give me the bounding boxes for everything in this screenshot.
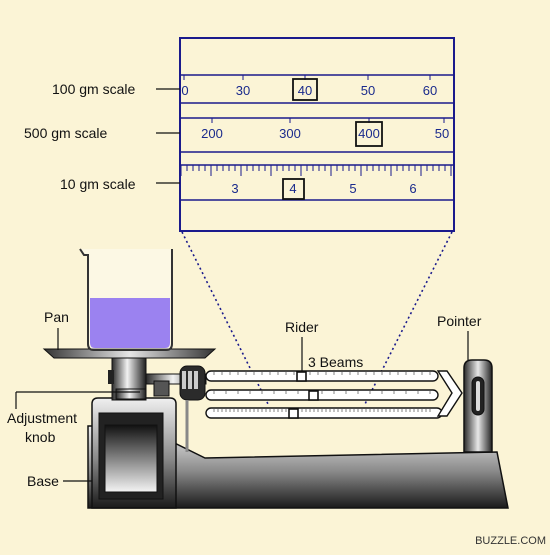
panel-frame <box>179 37 455 232</box>
beams <box>205 370 463 419</box>
beam-pivot-arm <box>145 373 207 385</box>
scale-100-tick-label: 60 <box>423 83 437 98</box>
scale-500-selected-box <box>355 121 383 147</box>
scale-100-tick-label: 40 <box>298 83 312 98</box>
beaker-liquid <box>90 298 170 348</box>
adjustment-knob[interactable] <box>179 365 206 401</box>
pointer-needle <box>476 381 480 411</box>
rider-500[interactable] <box>308 390 319 401</box>
scale-100-tick-label: 30 <box>236 83 250 98</box>
base-label: Base <box>27 473 59 489</box>
scale-10-tick-label: 5 <box>349 181 356 196</box>
scale-10-tick-label: 3 <box>231 181 238 196</box>
knob-grip <box>188 371 192 389</box>
beam-500 <box>205 389 439 401</box>
scale-10-label: 10 gm scale <box>60 176 136 192</box>
scale-500-tick-label: 200 <box>201 126 223 141</box>
beam-10 <box>205 407 443 419</box>
rider-label: Rider <box>285 319 319 335</box>
knob-grip <box>182 371 186 389</box>
column-collar <box>115 388 147 400</box>
scale-100-strip: 0 30 40 50 60 <box>180 74 454 104</box>
scale-500-label: 500 gm scale <box>24 125 107 141</box>
column-clip <box>108 370 114 384</box>
base-window <box>104 424 158 493</box>
pointer-label: Pointer <box>437 313 482 329</box>
scale-500-strip: 200 300 400 50 <box>180 117 454 153</box>
scale-10-tick-label: 6 <box>409 181 416 196</box>
scale-100-label: 100 gm scale <box>52 81 135 97</box>
rider-10[interactable] <box>288 408 299 419</box>
scale-100-tick-label: 0 <box>181 83 188 98</box>
scale-500-tick-label: 400 <box>358 126 380 141</box>
beams-label: 3 Beams <box>308 354 363 370</box>
scale-10-strip: 3 4 5 6 <box>180 164 454 201</box>
scale-10-minor-ticks <box>180 165 452 176</box>
scale-500-tick-label: 50 <box>435 126 449 141</box>
beam-100 <box>205 370 439 382</box>
knob-grip <box>194 371 198 389</box>
knob-nut <box>153 380 170 397</box>
scale-100-selected-box <box>292 78 318 101</box>
rider-100[interactable] <box>296 371 307 382</box>
beam-ticks <box>213 372 431 412</box>
magnified-scale-panel: 0 30 40 50 60 200 300 400 50 3 <box>179 37 455 232</box>
beam-tip <box>436 370 463 417</box>
scale-500-tick-label: 300 <box>279 126 301 141</box>
scale-labels: 100 gm scale 500 gm scale 10 gm scale <box>24 81 180 192</box>
scale-100-tick-label: 50 <box>361 83 375 98</box>
watermark: BUZZLE.COM <box>475 535 546 547</box>
scale-10-selected-box <box>282 178 305 200</box>
scale-10-tick-label: 4 <box>289 181 296 196</box>
adjustment-knob-label: knob <box>25 429 56 445</box>
adjustment-knob-label: Adjustment <box>7 410 77 426</box>
pan-label: Pan <box>44 309 69 325</box>
